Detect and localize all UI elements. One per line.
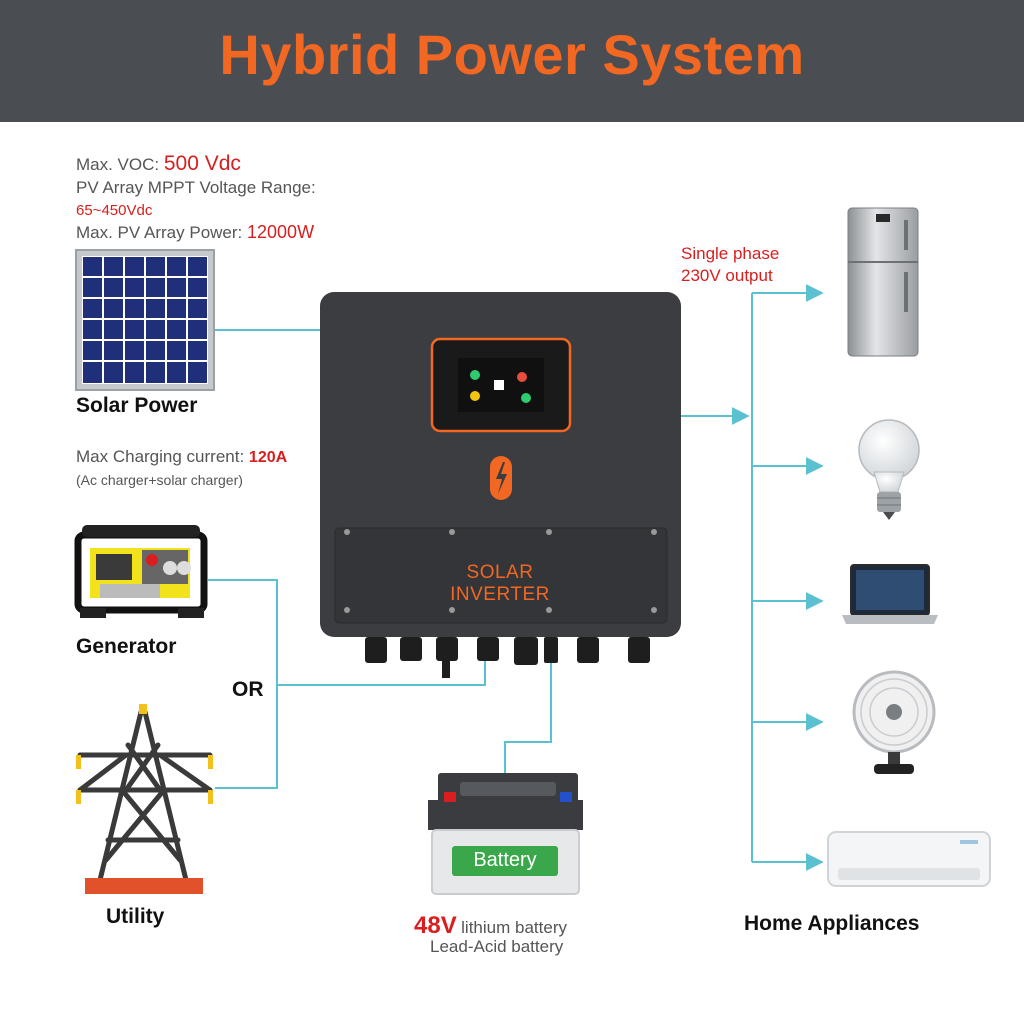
charging-label: Max Charging current: — [76, 447, 245, 466]
utility-tower-icon — [77, 709, 213, 883]
home-appliances-label: Home Appliances — [744, 912, 920, 935]
battery-voltage: 48V — [414, 912, 457, 939]
pv-power-label: Max. PV Array Power: — [76, 223, 243, 242]
fan-icon — [852, 670, 936, 774]
battery-type2: Lead-Acid battery — [430, 937, 564, 956]
or-label: OR — [232, 678, 264, 701]
page-title: Hybrid Power System — [219, 23, 805, 86]
solar-inverter-unit — [320, 292, 681, 678]
pv-power-value: 12000W — [247, 222, 315, 242]
grid-input-line — [277, 660, 486, 686]
pv-power-spec: Max. PV Array Power: 12000W — [76, 222, 314, 243]
voc-spec: Max. VOC: 500 Vdc — [76, 152, 241, 176]
light-bulb-icon — [858, 419, 920, 520]
tower-insulators — [76, 704, 213, 804]
header-banner — [0, 0, 1024, 122]
solar-power-label: Solar Power — [76, 394, 198, 417]
voc-label: Max. VOC: — [76, 155, 160, 174]
inverter-name: SOLAR INVERTER — [450, 562, 550, 605]
tower-base — [85, 878, 203, 894]
charging-note: (Ac charger+solar charger) — [76, 472, 243, 488]
output-line1: Single phase — [681, 244, 780, 263]
utility-label: Utility — [106, 905, 165, 928]
charging-value: 120A — [248, 449, 288, 466]
connection-lines — [208, 284, 824, 871]
air-conditioner-icon — [827, 831, 991, 887]
generator-icon — [74, 525, 208, 618]
refrigerator-icon — [847, 207, 919, 357]
mppt-value: 65~450Vdc — [76, 202, 153, 219]
battery-line — [504, 660, 552, 778]
voc-value: 500 Vdc — [163, 152, 241, 175]
battery-spec: 48V lithium battery — [414, 912, 567, 940]
solar-panel-icon — [75, 249, 215, 391]
mppt-label: PV Array MPPT Voltage Range: — [76, 178, 316, 197]
charging-spec: Max Charging current: 120A — [76, 447, 287, 467]
generator-label: Generator — [76, 635, 177, 658]
laptop-icon — [842, 564, 938, 624]
battery-label: Battery — [473, 849, 537, 871]
output-line2: 230V output — [681, 266, 773, 285]
battery-icon — [428, 773, 583, 895]
battery-type1: lithium battery — [461, 918, 567, 937]
